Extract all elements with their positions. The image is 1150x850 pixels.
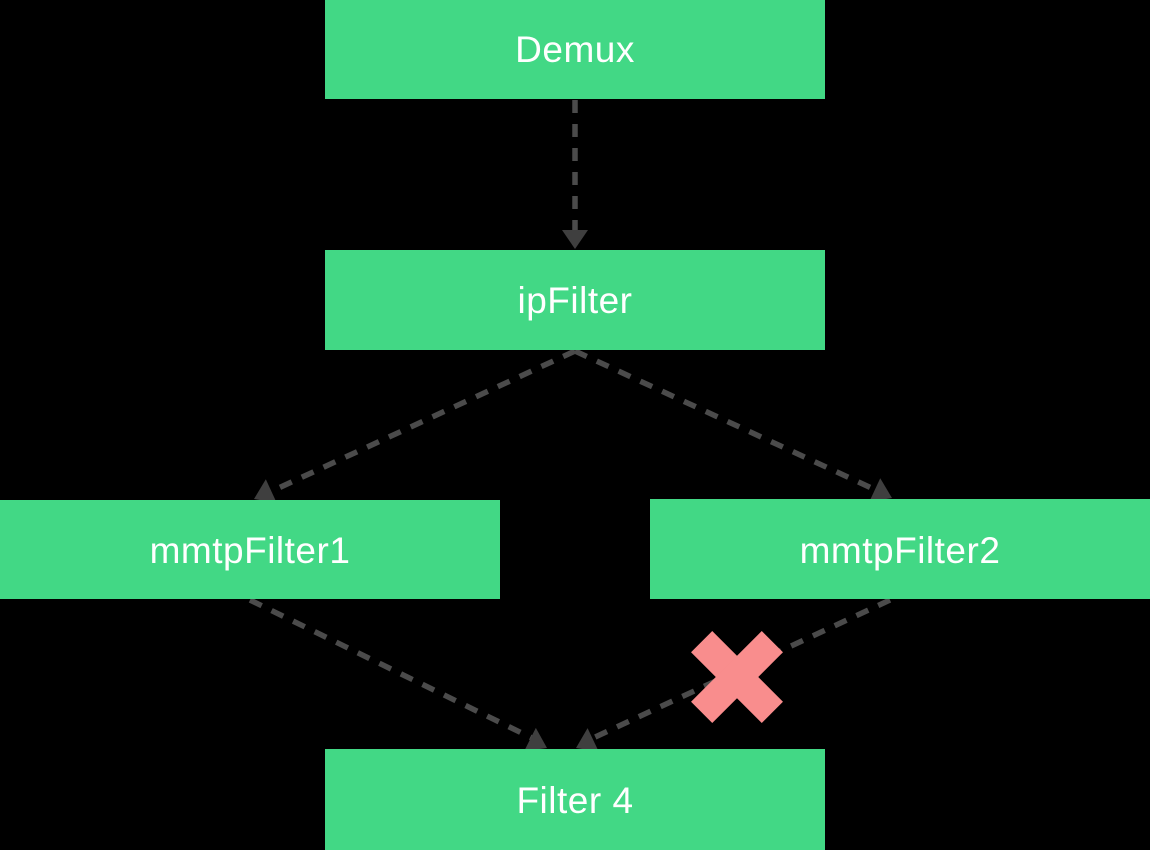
arrowhead-left-into-filter4-icon — [524, 727, 547, 752]
edge-ipfilter-to-mmtpfilter1 — [268, 348, 577, 495]
arrowhead-into-mmtpfilter2-icon — [869, 478, 892, 502]
edge-mmtpfilter2-to-filter4 — [589, 597, 892, 742]
node-mmtpfilter2-label: mmtpFilter2 — [800, 530, 1001, 571]
edge-ipfilter-to-mmtpfilter2 — [573, 348, 880, 494]
arrowhead-into-mmtpfilter1-icon — [254, 479, 277, 503]
node-ipfilter-label: ipFilter — [517, 280, 632, 321]
arrowhead-into-ipfilter-icon — [562, 230, 588, 249]
node-demux-label: Demux — [515, 29, 635, 70]
edge-mmtpfilter1-to-filter4 — [248, 597, 536, 742]
node-filter4-label: Filter 4 — [516, 780, 633, 821]
node-ipfilter: ipFilter — [325, 250, 825, 350]
node-mmtpfilter1: mmtpFilter1 — [0, 500, 500, 599]
node-filter4: Filter 4 — [325, 749, 825, 850]
arrowhead-right-into-filter4-icon — [576, 728, 599, 752]
node-demux: Demux — [325, 0, 825, 99]
node-mmtpfilter1-label: mmtpFilter1 — [150, 530, 351, 571]
blocked-x-icon — [691, 631, 783, 723]
node-mmtpfilter2: mmtpFilter2 — [650, 499, 1150, 599]
